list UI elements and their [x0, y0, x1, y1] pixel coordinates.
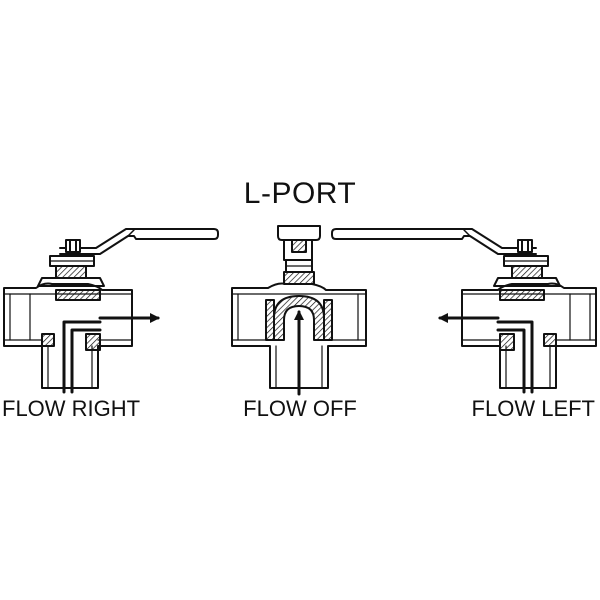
stem-nut: [37, 239, 105, 287]
stem-nut: [493, 239, 561, 287]
valve-flow-left: [331, 228, 597, 394]
handle-lever: [277, 225, 321, 241]
flow-path: [496, 320, 534, 394]
valve-body: [231, 282, 367, 389]
handle-lever: [331, 228, 537, 255]
diagram-title: L-PORT: [243, 177, 357, 210]
valve-flow-off: [231, 225, 367, 396]
label-flow-right: FLOW RIGHT: [2, 396, 141, 421]
label-flow-left: FLOW LEFT: [471, 396, 595, 421]
flow-path: [62, 320, 102, 394]
handle-lever: [59, 228, 219, 255]
valve-flow-right: [3, 228, 219, 394]
label-flow-off: FLOW OFF: [243, 396, 357, 421]
